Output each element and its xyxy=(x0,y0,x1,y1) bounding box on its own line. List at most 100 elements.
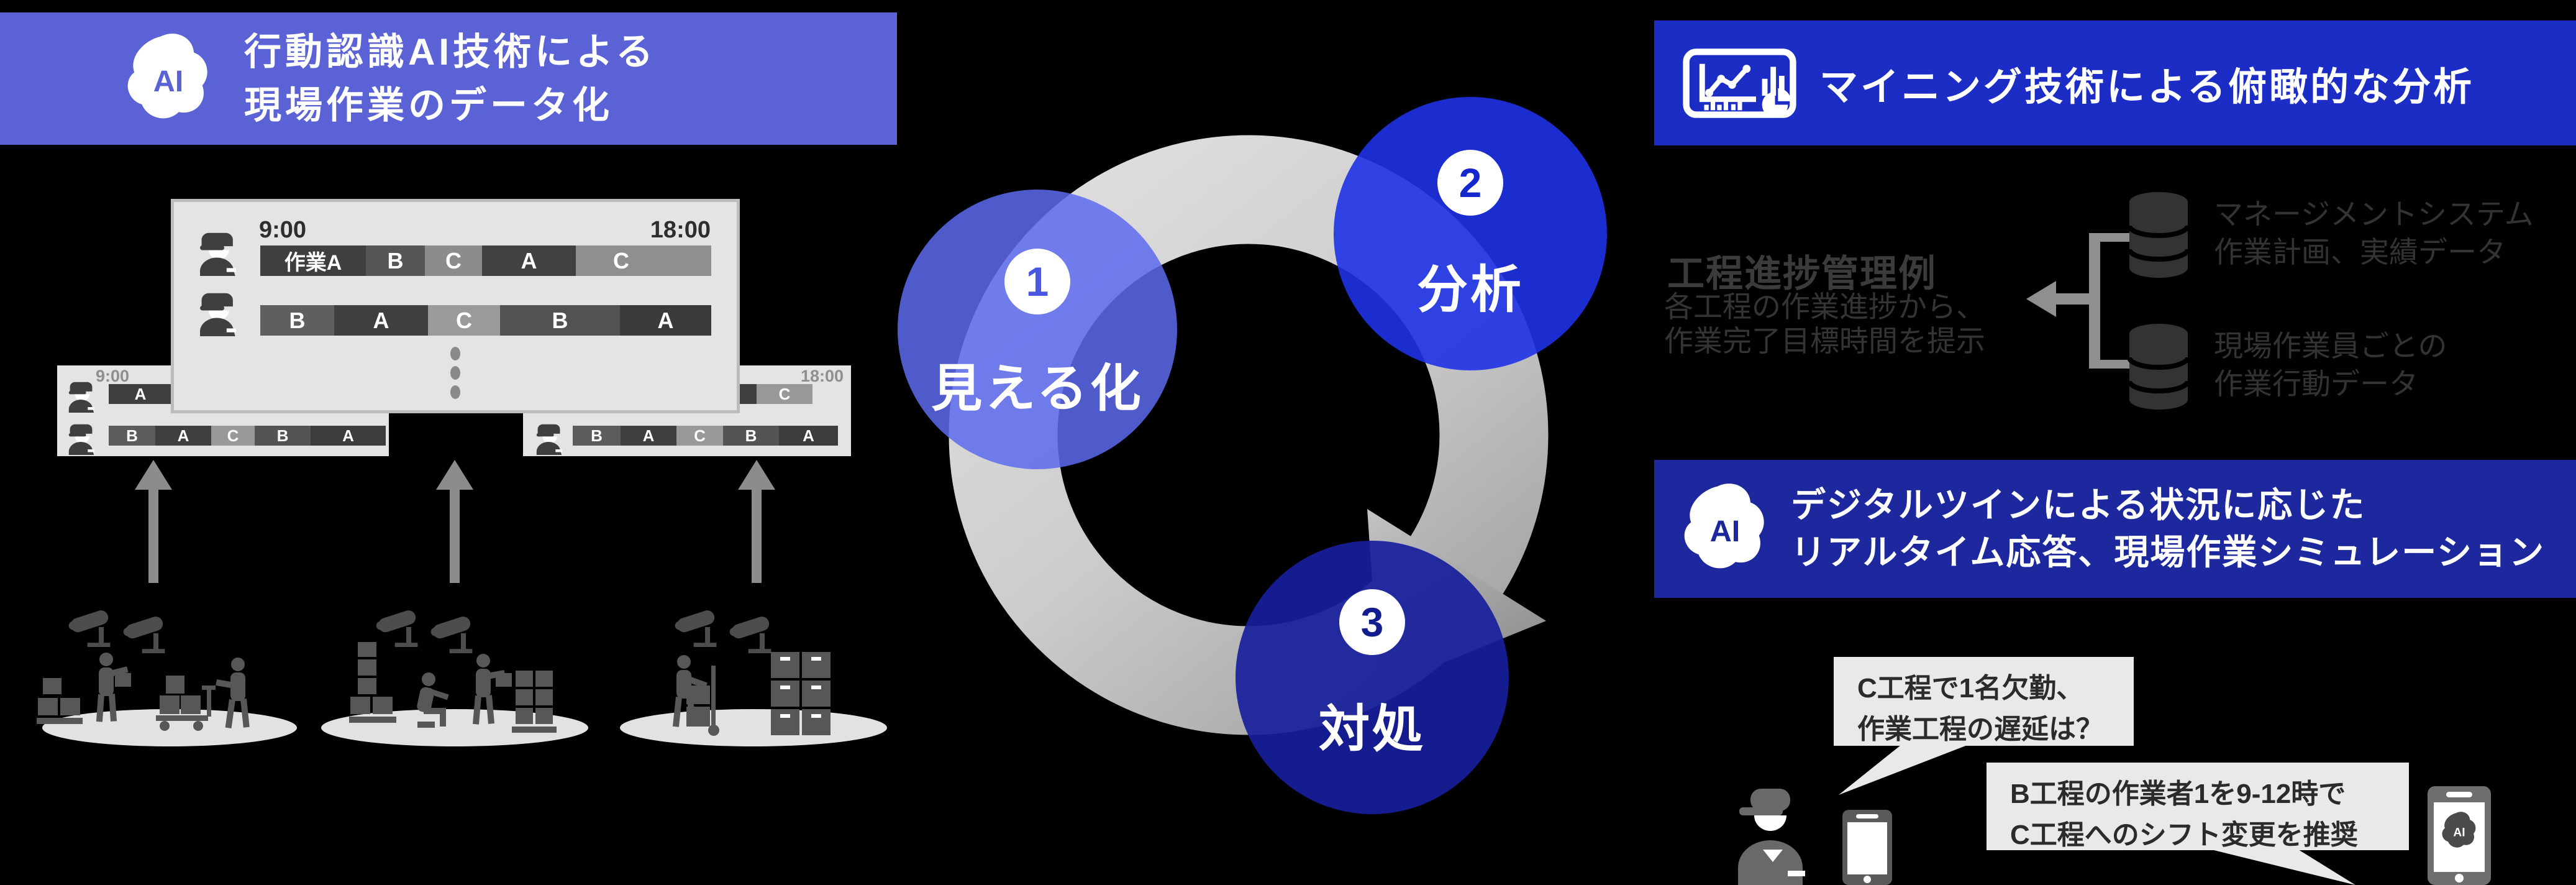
step-number: 2 xyxy=(1459,160,1482,206)
question-line1: C工程で1名欠勤、 xyxy=(1857,673,2084,704)
data-source-management-line2: 作業計画、実績データ xyxy=(2214,236,2506,269)
data-source-management: マネージメントシステム 作業計画、実績データ xyxy=(2214,195,2534,271)
dashboard-chart-icon xyxy=(1683,48,1796,118)
gantt-segment: 作業A xyxy=(260,245,366,276)
work-scene-picking xyxy=(321,610,588,746)
step-label: 見える化 xyxy=(931,360,1144,417)
gantt-segment: A xyxy=(620,305,711,336)
database-icon xyxy=(2127,324,2190,410)
gantt-segment: B xyxy=(260,305,334,336)
process-example-desc: 各工程の作業進捗から、 作業完了目標時間を提示 xyxy=(1664,290,1985,359)
monitor-right-time-end: 18:00 xyxy=(800,367,844,385)
gantt-segment: B xyxy=(366,245,425,276)
banner-mining-analysis: マイニング技術による俯瞰的な分析 xyxy=(1654,21,2576,145)
storage-cabinets xyxy=(771,652,831,735)
gantt-segment: B xyxy=(109,426,155,446)
more-rows-dot xyxy=(450,385,460,399)
gantt-segment: A xyxy=(621,426,676,446)
step-number-badge: 2 xyxy=(1437,150,1503,216)
worker-icon xyxy=(199,232,236,276)
gantt-segment: C xyxy=(425,245,482,276)
worker-icon xyxy=(68,382,95,413)
left-arrow-shaft xyxy=(2055,293,2091,305)
gantt-segment: C xyxy=(211,426,255,446)
floor-ellipse xyxy=(620,709,887,746)
gantt-bar: B A C B A xyxy=(109,426,386,446)
main-time-start: 9:00 xyxy=(259,217,307,243)
ai-blob-label: AI xyxy=(1710,515,1741,548)
gantt-bar-row2: B A C B A xyxy=(260,305,711,336)
answer-line1: B工程の作業者1を9-12時で xyxy=(2010,779,2346,809)
left-arrow-head xyxy=(2026,281,2056,317)
step-label: 対処 xyxy=(1318,701,1426,758)
main-time-end: 18:00 xyxy=(650,217,711,243)
data-source-worker-line2: 作業行動データ xyxy=(2214,367,2418,401)
process-example-desc-line2: 作業完了目標時間を提示 xyxy=(1664,324,1985,358)
worker-icon xyxy=(68,424,95,455)
banner-recognition-line2: 現場作業のデータ化 xyxy=(244,84,613,126)
worker-silhouette xyxy=(96,653,129,722)
data-flow-arrow xyxy=(738,460,775,583)
work-scene-boxes-cart xyxy=(37,610,297,746)
banner-twin-line1: デジタルツインによる状況に応じた xyxy=(1791,485,2366,525)
bracket-bottom-stub xyxy=(2089,360,2130,369)
question-line2: 作業工程の遅延は？ xyxy=(1857,714,2103,745)
banner-digital-twin: AI デジタルツインによる状況に応じた リアルタイム応答、現場作業シミュレーショ… xyxy=(1654,460,2576,598)
more-rows-dot xyxy=(450,347,460,360)
speech-bubble-question-tail xyxy=(1839,745,1967,795)
more-rows-dot xyxy=(450,366,460,380)
field-worker-figure xyxy=(1738,789,1805,885)
gantt-segment: A xyxy=(334,305,428,336)
data-flow-arrow xyxy=(135,460,172,583)
cctv-camera-icon xyxy=(68,610,165,654)
ai-phone-icon: AI xyxy=(2428,786,2491,885)
speech-bubble-question: C工程で1名欠勤、 作業工程の遅延は？ xyxy=(1834,657,2134,746)
banner-recognition-line1: 行動認識AI技術による xyxy=(244,30,657,73)
monitor-main: 9:00 18:00 作業A B C A C B A C B xyxy=(174,202,737,410)
ai-blob-icon: AI xyxy=(1684,484,1764,569)
gantt-segment: C xyxy=(757,384,812,404)
floor-ellipse xyxy=(42,709,297,746)
data-source-management-line1: マネージメントシステム xyxy=(2214,198,2534,231)
step-number-badge: 3 xyxy=(1339,589,1405,655)
gantt-segment: A xyxy=(482,245,576,276)
gantt-segment: B xyxy=(723,426,779,446)
step-number: 1 xyxy=(1026,259,1049,305)
work-scene-shelves xyxy=(620,610,887,746)
gantt-segment: C xyxy=(576,245,711,276)
step-number: 3 xyxy=(1360,599,1384,645)
banner-twin-line2: リアルタイム応答、現場作業シミュレーション xyxy=(1791,533,2546,572)
phone-ai-label: AI xyxy=(2453,826,2465,839)
step-label: 分析 xyxy=(1416,262,1524,318)
gantt-segment: B xyxy=(255,426,311,446)
cycle-step-2: 2 分析 xyxy=(1334,97,1607,370)
bracket-top-stub xyxy=(2089,233,2130,242)
gantt-segment: C xyxy=(676,426,723,446)
smartphone-icon xyxy=(1842,810,1892,885)
worker-silhouette-kneeling xyxy=(417,672,449,728)
step-number-badge: 1 xyxy=(1004,249,1070,314)
speech-bubble-answer-tail xyxy=(2211,850,2355,885)
cctv-camera-icon xyxy=(376,610,473,654)
ai-blob-icon: AI xyxy=(127,33,207,118)
banner-behavior-recognition: AI 行動認識AI技術による 現場作業のデータ化 xyxy=(0,12,897,145)
cycle-step-1: 1 見える化 xyxy=(898,190,1177,469)
gantt-segment: A xyxy=(311,426,386,446)
worker-icon xyxy=(536,424,563,455)
banner-mining-label: マイニング技術による俯瞰的な分析 xyxy=(1819,65,2475,109)
database-icon xyxy=(2127,192,2190,278)
cycle-step-3: 3 対処 xyxy=(1236,541,1509,814)
bracket-vertical xyxy=(2089,233,2100,369)
gantt-segment: A xyxy=(155,426,211,446)
process-example-desc-line1: 各工程の作業進捗から、 xyxy=(1664,290,1985,323)
gantt-segment: B xyxy=(500,305,620,336)
gantt-segment: C xyxy=(428,305,500,336)
worker-silhouette xyxy=(216,658,250,728)
gantt-segment: A xyxy=(779,426,838,446)
monitor-left-time-start: 9:00 xyxy=(96,367,130,385)
gantt-bar: B A C B A xyxy=(573,426,838,446)
data-source-worker-line1: 現場作業員ごとの xyxy=(2214,329,2447,362)
worker-icon xyxy=(199,293,236,336)
answer-line2: C工程へのシフト変更を推奨 xyxy=(2010,820,2358,850)
